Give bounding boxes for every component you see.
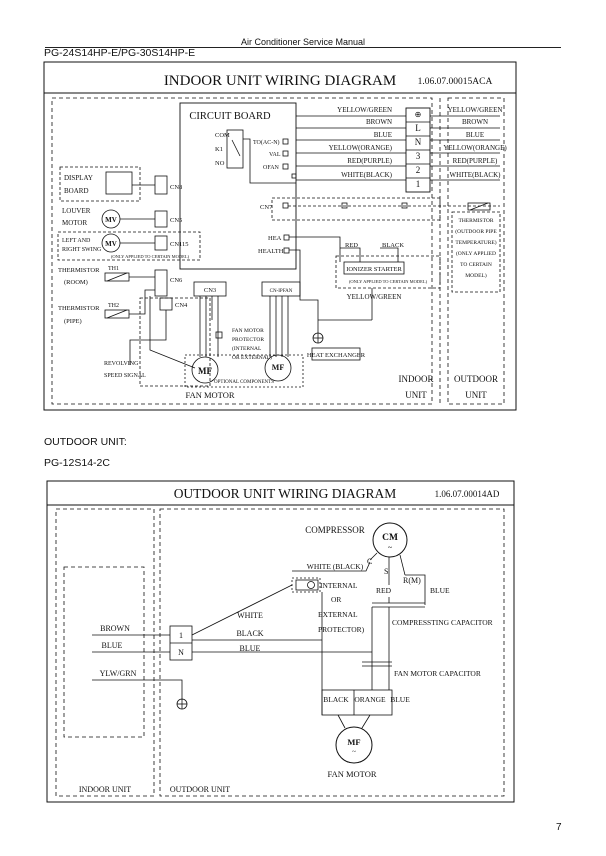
terminal-1: 1 <box>416 179 421 189</box>
terminal-n: N <box>415 137 422 147</box>
indoor-title: INDOOR UNIT WIRING DIAGRAM <box>164 73 396 89</box>
swing-label-2: RIGHT SWING <box>62 247 102 253</box>
terminal-3: 3 <box>416 151 421 161</box>
cn7: CN7 <box>260 204 273 211</box>
rw-yellow-green: YELLOW/GREEN <box>448 106 503 114</box>
terminal-earth: ⊕ <box>415 110 422 119</box>
terminal-2: 2 <box>416 165 421 175</box>
fmp-3: (INTERNAL <box>232 345 262 352</box>
therm-room-1: THERMISTOR <box>58 267 100 274</box>
manual-title: Air Conditioner Service Manual <box>240 37 366 47</box>
lw-red-purple: RED(PURPLE) <box>347 157 392 165</box>
to-6: MODEL) <box>465 272 487 279</box>
rw-blue: BLUE <box>466 131 484 139</box>
revolving-2: SPEED SIGNAL <box>104 373 146 379</box>
fan-motor-label: FAN MOTOR <box>185 390 234 400</box>
swing-label-1: LEFT AND <box>62 238 91 244</box>
revolving-1: REVOLVING <box>104 361 139 367</box>
to-4: (ONLY APPLIED <box>456 250 496 257</box>
to-5: TO CERTAIN <box>460 262 492 268</box>
ion-yellow-green: YELLOW/GREEN <box>347 293 402 301</box>
mf-2: MF <box>272 363 285 372</box>
fan-motor-1 <box>191 356 219 384</box>
circuit-board-box <box>179 102 297 270</box>
hea: HEA <box>268 235 282 242</box>
ionizer-label: IONIZER STARTER <box>346 266 402 273</box>
to-2: (OUTDOOR PIPE <box>455 228 497 235</box>
display-label-2: BOARD <box>64 187 89 195</box>
fmp-4: OR EXTERNAL) <box>232 354 272 361</box>
mf-1: MF <box>198 366 212 376</box>
rw-white-black: WHITE(BLACK) <box>450 171 502 179</box>
swing-box <box>57 231 201 261</box>
cn6: CN6 <box>170 277 183 284</box>
swing-mv: MV <box>105 240 117 248</box>
page-number: 7 <box>556 822 562 833</box>
to-1: THERMISTOR <box>458 218 493 224</box>
heat-exchanger: HEAT EXCHANGER <box>307 352 366 359</box>
therm-pipe-1: THERMISTOR <box>58 305 100 312</box>
fmp-1: FAN MOTOR <box>232 328 264 334</box>
outdoor-unit-heading: OUTDOOR UNIT: <box>44 436 127 448</box>
lw-white-black: WHITE(BLACK) <box>341 171 393 179</box>
lw-yellow-orange: YELLOW(ORANGE) <box>329 144 393 152</box>
therm-room-2: (ROOM) <box>64 279 88 286</box>
swing-note: (ONLY APPLIED TO CERTAIN MODEL) <box>111 254 190 259</box>
cn8: CN8 <box>170 184 182 191</box>
outdoor-unit-box <box>447 97 505 405</box>
louver-label-1: LOUVER <box>62 207 91 215</box>
cn115: CN115 <box>170 241 189 248</box>
therm-pipe-2: (PIPE) <box>64 318 82 325</box>
circuit-board-label: CIRCUIT BOARD <box>189 111 271 122</box>
louver-label-2: MOTOR <box>62 219 87 227</box>
indoor-frame <box>43 61 517 411</box>
display-board-box <box>59 166 141 202</box>
outdoor-unit-2: UNIT <box>465 390 487 400</box>
terminal-ofan: OFAN <box>263 165 280 171</box>
relay-box <box>226 129 244 169</box>
fmp-2: PROTECTOR <box>232 337 264 343</box>
cn4: CN4 <box>175 302 188 309</box>
outdoor-unit-1: OUTDOOR <box>454 374 498 384</box>
indoor-unit-1: INDOOR <box>399 374 434 384</box>
terminal-l: L <box>415 123 421 133</box>
lw-yellow-green: YELLOW/GREEN <box>337 106 392 114</box>
indoor-unit-box <box>51 97 433 405</box>
optional-components: OPTIONAL COMPONENTS <box>214 380 274 385</box>
indoor-model-label: PG-24S14HP-E/PG-30S14HP-E <box>44 47 196 59</box>
ionizer-box <box>343 261 405 275</box>
header-rule <box>45 47 561 48</box>
ionizer-note: (ONLY APPLIED TO CERTAIN MODEL) <box>349 279 428 284</box>
indoor-unit-2: UNIT <box>405 390 427 400</box>
terminal-val: VAL <box>269 152 281 158</box>
relay-k1: K1 <box>215 146 223 153</box>
lw-brown: BROWN <box>366 118 392 126</box>
to-3: TEMPERATURE) <box>455 239 496 246</box>
rw-yellow-orange: YELLOW(ORANGE) <box>443 144 507 152</box>
health: HEALTH <box>258 248 284 255</box>
indoor-code: 1.06.07.00015ACA <box>418 77 493 87</box>
cn3: CN3 <box>204 287 216 294</box>
display-label-1: DISPLAY <box>64 174 93 182</box>
louver-mv: MV <box>105 216 117 224</box>
ion-red: RED <box>345 242 358 249</box>
rw-brown: BROWN <box>462 118 488 126</box>
cn-ipfan: CN-IPFAN <box>270 289 293 294</box>
rw-red-purple: RED(PURPLE) <box>453 157 498 165</box>
cn5: CN5 <box>170 217 182 224</box>
relay-com: COM <box>215 132 230 139</box>
terminal-to-ac-n: TO(AC-N) <box>253 139 280 146</box>
ion-black: BLACK <box>382 242 404 249</box>
lw-blue: BLUE <box>374 131 392 139</box>
relay-no: NO <box>215 160 225 167</box>
th2: TH2 <box>108 303 119 309</box>
outdoor-model-label: PG-12S14-2C <box>44 457 110 469</box>
th1: TH1 <box>108 266 119 272</box>
